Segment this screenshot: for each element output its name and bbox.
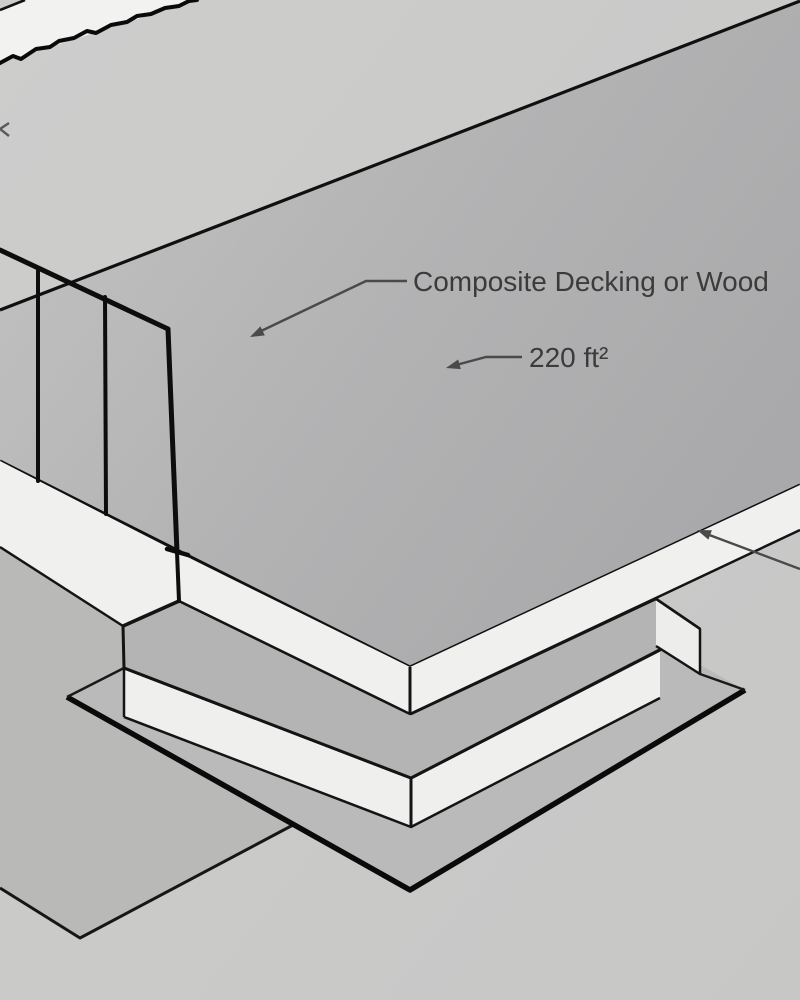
fascia-annotation-arrow [697, 530, 800, 571]
railing-end-post [165, 326, 180, 555]
material-annotation: Composite Decking or Wood [250, 266, 769, 337]
railing-post-base [175, 550, 181, 603]
railing-post-base-tick [164, 546, 191, 558]
material-label: Composite Decking or Wood [413, 266, 769, 297]
jagged-cut-edge [0, 0, 199, 65]
deck-railing [0, 247, 191, 603]
edge-arrow-fragment [0, 122, 10, 137]
step-end-cap [655, 597, 702, 676]
railing-post [103, 295, 108, 516]
deck-fascia-right [408, 485, 800, 716]
leader-arrowhead-icon [250, 326, 265, 337]
deck-fascia-left [0, 461, 180, 628]
area-label: 220 ft² [529, 342, 608, 373]
deck-fascia-corner [177, 552, 411, 716]
leader-arrowhead-icon [446, 359, 461, 370]
railing-top-rail [0, 247, 171, 332]
area-annotation: 220 ft² [446, 342, 608, 373]
leader-arrowhead-icon [697, 530, 712, 540]
house-siding-band [0, 0, 199, 65]
